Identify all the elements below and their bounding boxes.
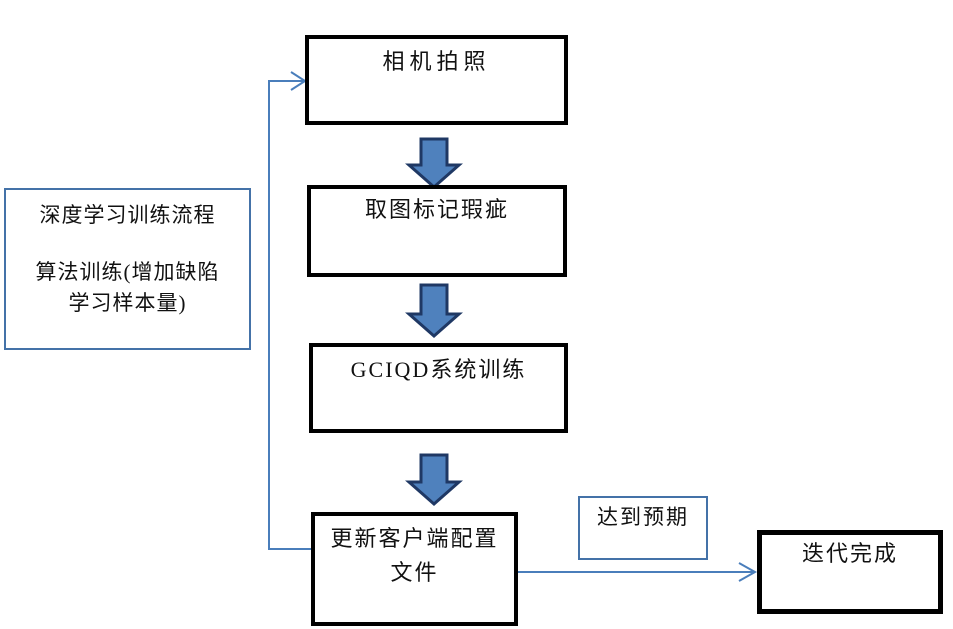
done-arrowhead-icon [738, 562, 758, 582]
node-mark-defects: 取图标记瑕疵 [307, 185, 567, 277]
edge-label-expectation-met: 达到预期 [578, 496, 708, 560]
node-iteration-done: 迭代完成 [757, 530, 943, 614]
note-line-2: 算法训练(增加缺陷 [35, 260, 220, 284]
node-update-label-line1: 更新客户端配置 [330, 526, 499, 551]
node-mark-label: 取图标记瑕疵 [364, 197, 509, 222]
node-update-client-config: 更新客户端配置 文件 [311, 512, 518, 626]
note-deep-learning-process: 深度学习训练流程 算法训练(增加缺陷 学习样本量) [4, 188, 251, 350]
node-camera-label: 相机拍照 [382, 49, 491, 74]
node-update-label-line2: 文件 [390, 560, 439, 585]
down-block-arrow-train-to-update [405, 453, 463, 506]
node-done-label: 迭代完成 [801, 541, 898, 566]
node-camera-capture: 相机拍照 [305, 35, 568, 125]
node-train-label: GCIQD系统训练 [350, 357, 527, 382]
note-line-3: 学习样本量) [68, 291, 187, 315]
feedback-connector-line [268, 80, 311, 550]
node-gciqd-training: GCIQD系统训练 [309, 343, 568, 433]
note-line-1: 深度学习训练流程 [39, 203, 216, 227]
down-block-arrow-mark-to-train [405, 283, 463, 338]
edge-label-expectation-text: 达到预期 [597, 505, 689, 529]
down-block-arrow-camera-to-mark [405, 137, 463, 189]
